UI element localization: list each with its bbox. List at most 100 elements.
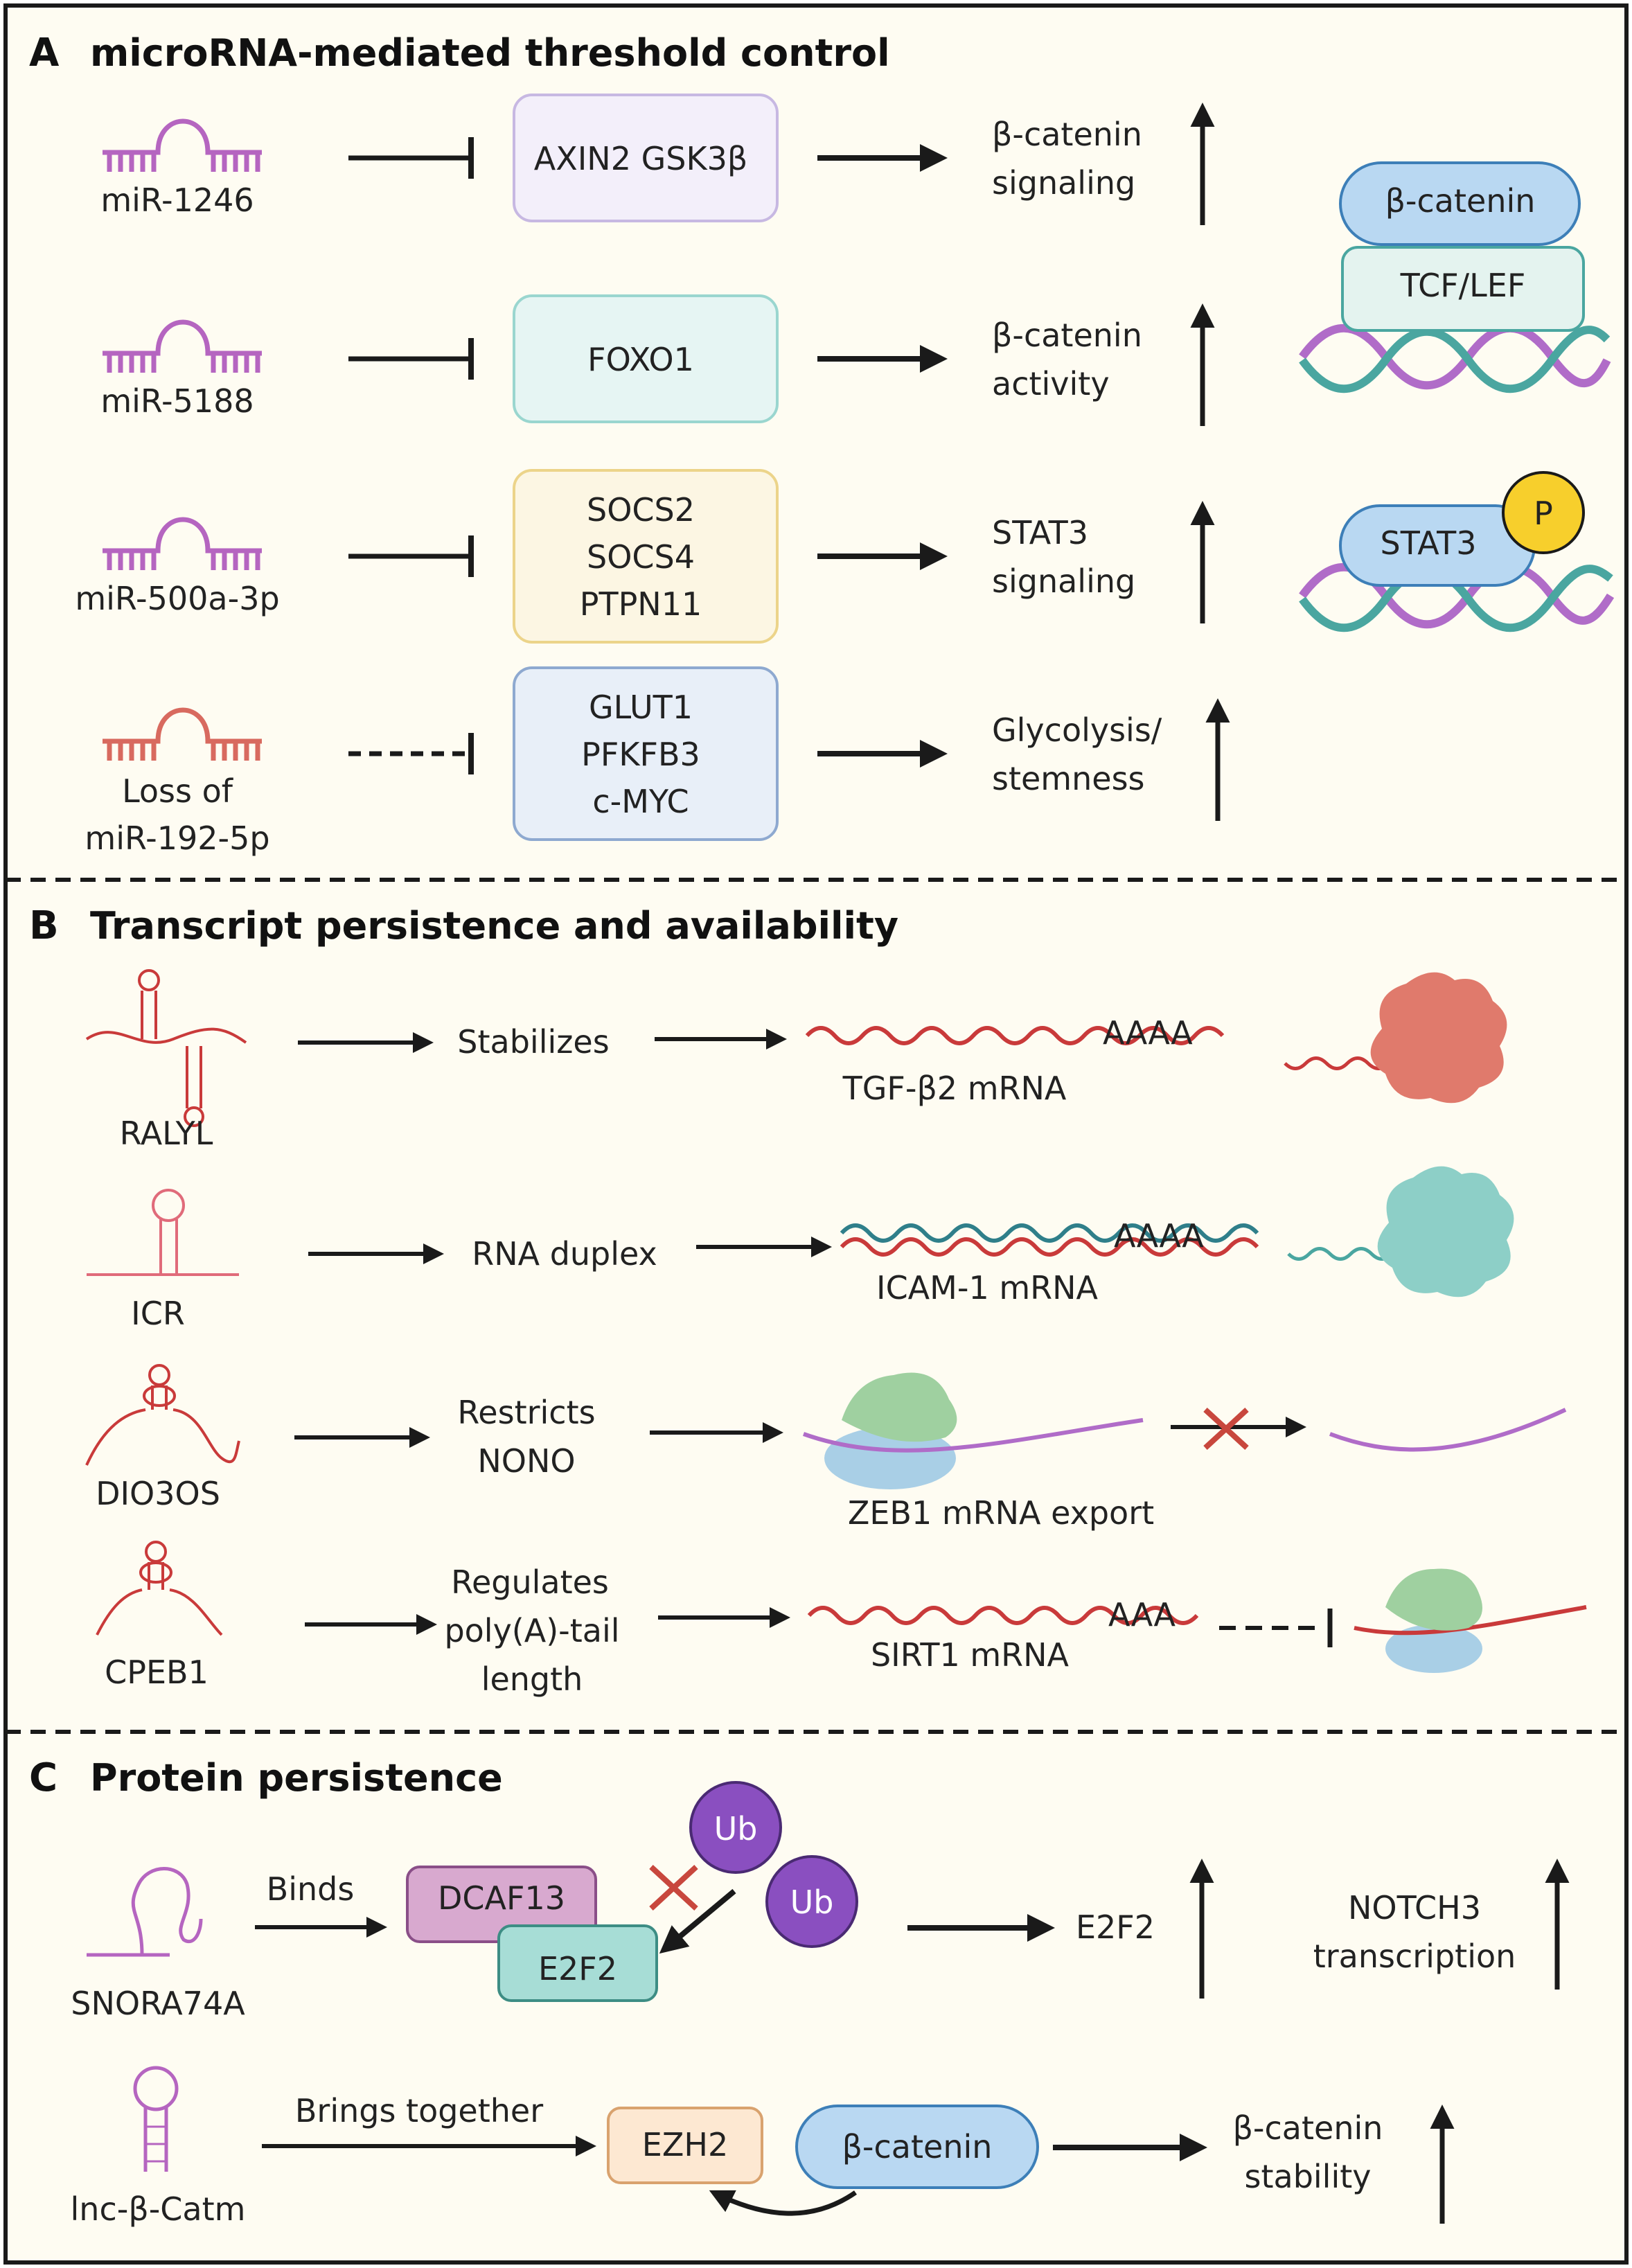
tgfb2-mrna-label: TGF-β2 mRNA: [842, 1070, 1067, 1107]
effect-label: signaling: [992, 562, 1135, 600]
panel-a-row-1: miR-5188 FOXO1 β-catenin activity: [100, 294, 1215, 426]
lnc-bcatm-label: lnc-β-Catm: [71, 2190, 246, 2228]
ubiquitination-arrow: [659, 1888, 736, 1954]
bcatenin-tcf-dna-icon: TCF/LEF β-catenin: [1299, 161, 1611, 393]
effect-label: activity: [992, 365, 1110, 402]
dcaf13-label: DCAF13: [438, 1879, 565, 1917]
mirna-icon: [103, 517, 262, 570]
snora74a-label: SNORA74A: [71, 1985, 245, 2022]
row-icr: ICR RNA duplex AAAA ICAM-1 mRNA: [87, 1166, 1514, 1332]
e2f2-box: [497, 1924, 658, 2002]
bcatenin-pill: [1339, 161, 1581, 246]
dio3os-action-1: Restricts: [457, 1394, 595, 1431]
ribosome-teal-icon: [1287, 1166, 1514, 1297]
ralyl-action: Stabilizes: [457, 1023, 609, 1061]
effect-label: β-catenin: [992, 116, 1142, 153]
panel-a-row-0: miR-1246 AXIN2 GSK3β β-catenin signaling: [100, 94, 1215, 225]
target-label: PFKFB3: [581, 736, 700, 773]
phospho-label: P: [1534, 495, 1553, 532]
panel-b-title: Transcript persistence and availability: [90, 904, 898, 948]
mirna-icon: [103, 118, 262, 172]
tgfb2-mrna-wave: [805, 1026, 1225, 1045]
bcatenin-c-label: β-catenin: [842, 2128, 993, 2165]
target-label: AXIN2 GSK3β: [534, 140, 747, 177]
ubiquitin-2-label: Ub: [790, 1884, 834, 1921]
panel-a: A microRNA-mediated threshold control mi…: [29, 30, 1615, 857]
ezh2-box: [607, 2107, 763, 2184]
target-box: [513, 469, 779, 644]
sirt1-ribosome-icon: [1354, 1568, 1587, 1673]
tcf-lef-label: TCF/LEF: [1400, 267, 1526, 304]
bcatenin-c-pill: [795, 2105, 1039, 2189]
target-label: FOXO1: [587, 341, 694, 378]
mirna-label: Loss of: [122, 772, 234, 810]
dio3os-label: DIO3OS: [96, 1475, 220, 1512]
notch3-label-2: transcription: [1313, 1938, 1516, 1975]
mirna-label: miR-500a-3p: [75, 580, 279, 617]
effect-label: signaling: [992, 164, 1135, 202]
mirna-icon: [103, 707, 262, 761]
zeb1-mrna-label: ZEB1 mRNA export: [848, 1494, 1154, 1532]
cpeb1-action-2: poly(A)-tail: [444, 1612, 619, 1649]
ubiquitin-2: [765, 1855, 858, 1948]
sirt1-mrna-label: SIRT1 mRNA: [871, 1636, 1070, 1674]
panel-c: C Protein persistence SNORA74A Binds DCA…: [29, 1755, 1570, 2228]
panel-a-letter: A: [29, 30, 60, 76]
target-box: [513, 94, 779, 222]
target-box: [513, 294, 779, 423]
effect-label: stemness: [992, 760, 1145, 797]
ralyl-label: RALYL: [120, 1115, 213, 1152]
dio3os-action-2: NONO: [477, 1442, 575, 1480]
dio3os-rna-icon: [85, 1364, 240, 1466]
lnc-bcatm-rna-icon: [133, 2066, 179, 2172]
e2f2-output-label: E2F2: [1076, 1908, 1155, 1946]
ribosome-red-icon: [1284, 972, 1507, 1104]
zeb1-retained-mrna: [1329, 1408, 1567, 1452]
mirna-label: miR-1246: [100, 181, 254, 219]
sirt1-poly-a: AAA: [1108, 1596, 1176, 1633]
target-label: GLUT1: [589, 689, 693, 726]
ezh2-recruit-arrow: [709, 2190, 857, 2216]
tcf-lef-box: [1341, 246, 1585, 332]
target-label: c-MYC: [592, 783, 689, 820]
cpeb1-action-1: Regulates: [451, 1563, 609, 1601]
icr-action: RNA duplex: [472, 1235, 657, 1273]
target-label: SOCS2: [587, 491, 695, 529]
ezh2-label: EZH2: [642, 2126, 728, 2163]
panel-c-letter: C: [29, 1755, 57, 1800]
row-dio3os: DIO3OS Restricts NONO ZEB1 mRNA export: [85, 1364, 1567, 1532]
cpeb1-action-3: length: [481, 1660, 583, 1698]
blocked-cross-icon: [1203, 1408, 1249, 1450]
target-label: PTPN11: [580, 585, 702, 623]
bcatenin-stability-2: stability: [1245, 2158, 1372, 2195]
stat3-dna-icon: STAT3 P: [1299, 471, 1615, 632]
target-box: [513, 666, 779, 841]
row-lnc-bcatm: lnc-β-Catm Brings together EZH2 β-cateni…: [71, 2066, 1455, 2228]
target-label: SOCS4: [587, 538, 695, 576]
bcatenin-pill-label: β-catenin: [1385, 182, 1536, 220]
zeb1-export-icon: [802, 1372, 1144, 1489]
ralyl-rna-icon: [85, 969, 247, 1127]
bcatenin-stability-1: β-catenin: [1233, 2109, 1383, 2147]
snora74a-rna-icon: [87, 1867, 203, 1957]
phospho-circle: [1502, 471, 1585, 554]
snora74a-action: Binds: [267, 1870, 355, 1908]
effect-label: STAT3: [992, 514, 1088, 551]
icam1-antisense-wave: [840, 1223, 1259, 1243]
mirna-label: miR-5188: [100, 382, 254, 420]
panel-b: B Transcript persistence and availabilit…: [29, 903, 1587, 1698]
ubiquitin-1-label: Ub: [714, 1810, 758, 1848]
mirna-label: miR-192-5p: [85, 820, 269, 857]
panel-a-title: microRNA-mediated threshold control: [90, 31, 890, 75]
icam1-poly-a: AAAA: [1114, 1217, 1204, 1255]
effect-label: Glycolysis/: [992, 711, 1162, 749]
e2f2-box-label: E2F2: [538, 1950, 617, 1987]
effect-label: β-catenin: [992, 317, 1142, 354]
cpeb1-label: CPEB1: [105, 1654, 209, 1691]
row-cpeb1: CPEB1 Regulates poly(A)-tail length AAA …: [96, 1541, 1587, 1698]
icam1-mrna-wave: [840, 1237, 1259, 1257]
icr-label: ICR: [131, 1295, 185, 1332]
